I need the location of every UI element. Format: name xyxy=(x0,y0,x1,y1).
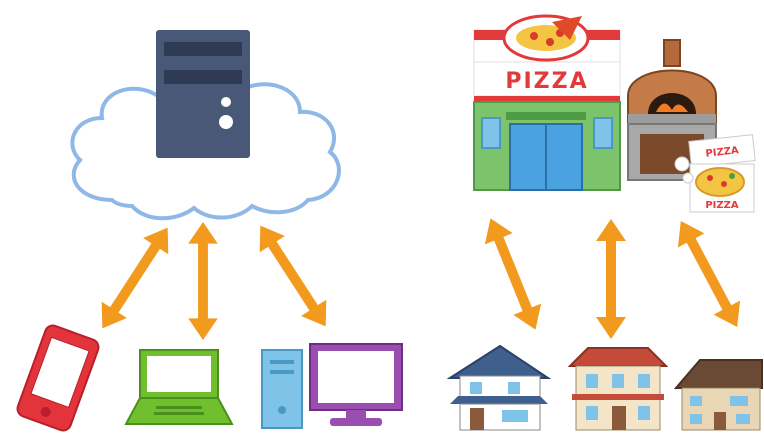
box-text-top: PIZZA xyxy=(705,145,740,159)
double-headed-arrow-icon xyxy=(89,219,181,337)
house-icon xyxy=(567,347,669,431)
pizza-sign-icon xyxy=(502,14,590,62)
box-text-bottom: PIZZA xyxy=(705,200,739,211)
pizza-oven-icon xyxy=(627,39,717,181)
pizza-shop-icon: PIZZA xyxy=(473,14,621,191)
shop-sign-text: PIZZA xyxy=(505,69,588,94)
double-headed-arrow-icon xyxy=(188,222,218,340)
double-headed-arrow-icon xyxy=(247,217,339,335)
pizza-box-icon: PIZZA PIZZA xyxy=(674,134,756,213)
double-headed-arrow-icon xyxy=(667,213,751,335)
double-headed-arrow-icon xyxy=(596,219,626,339)
pc-monitor xyxy=(309,343,403,426)
double-headed-arrow-icon xyxy=(476,212,550,336)
steam-icon xyxy=(674,156,694,184)
server-tower xyxy=(156,30,250,158)
pc-tower xyxy=(261,349,303,429)
house-icon xyxy=(673,359,763,431)
laptop-icon xyxy=(124,349,234,425)
house-icon xyxy=(446,344,552,431)
smartphone-icon xyxy=(16,324,100,432)
desktop-computer-icon xyxy=(261,343,403,429)
cloud-server-icon xyxy=(70,30,341,221)
